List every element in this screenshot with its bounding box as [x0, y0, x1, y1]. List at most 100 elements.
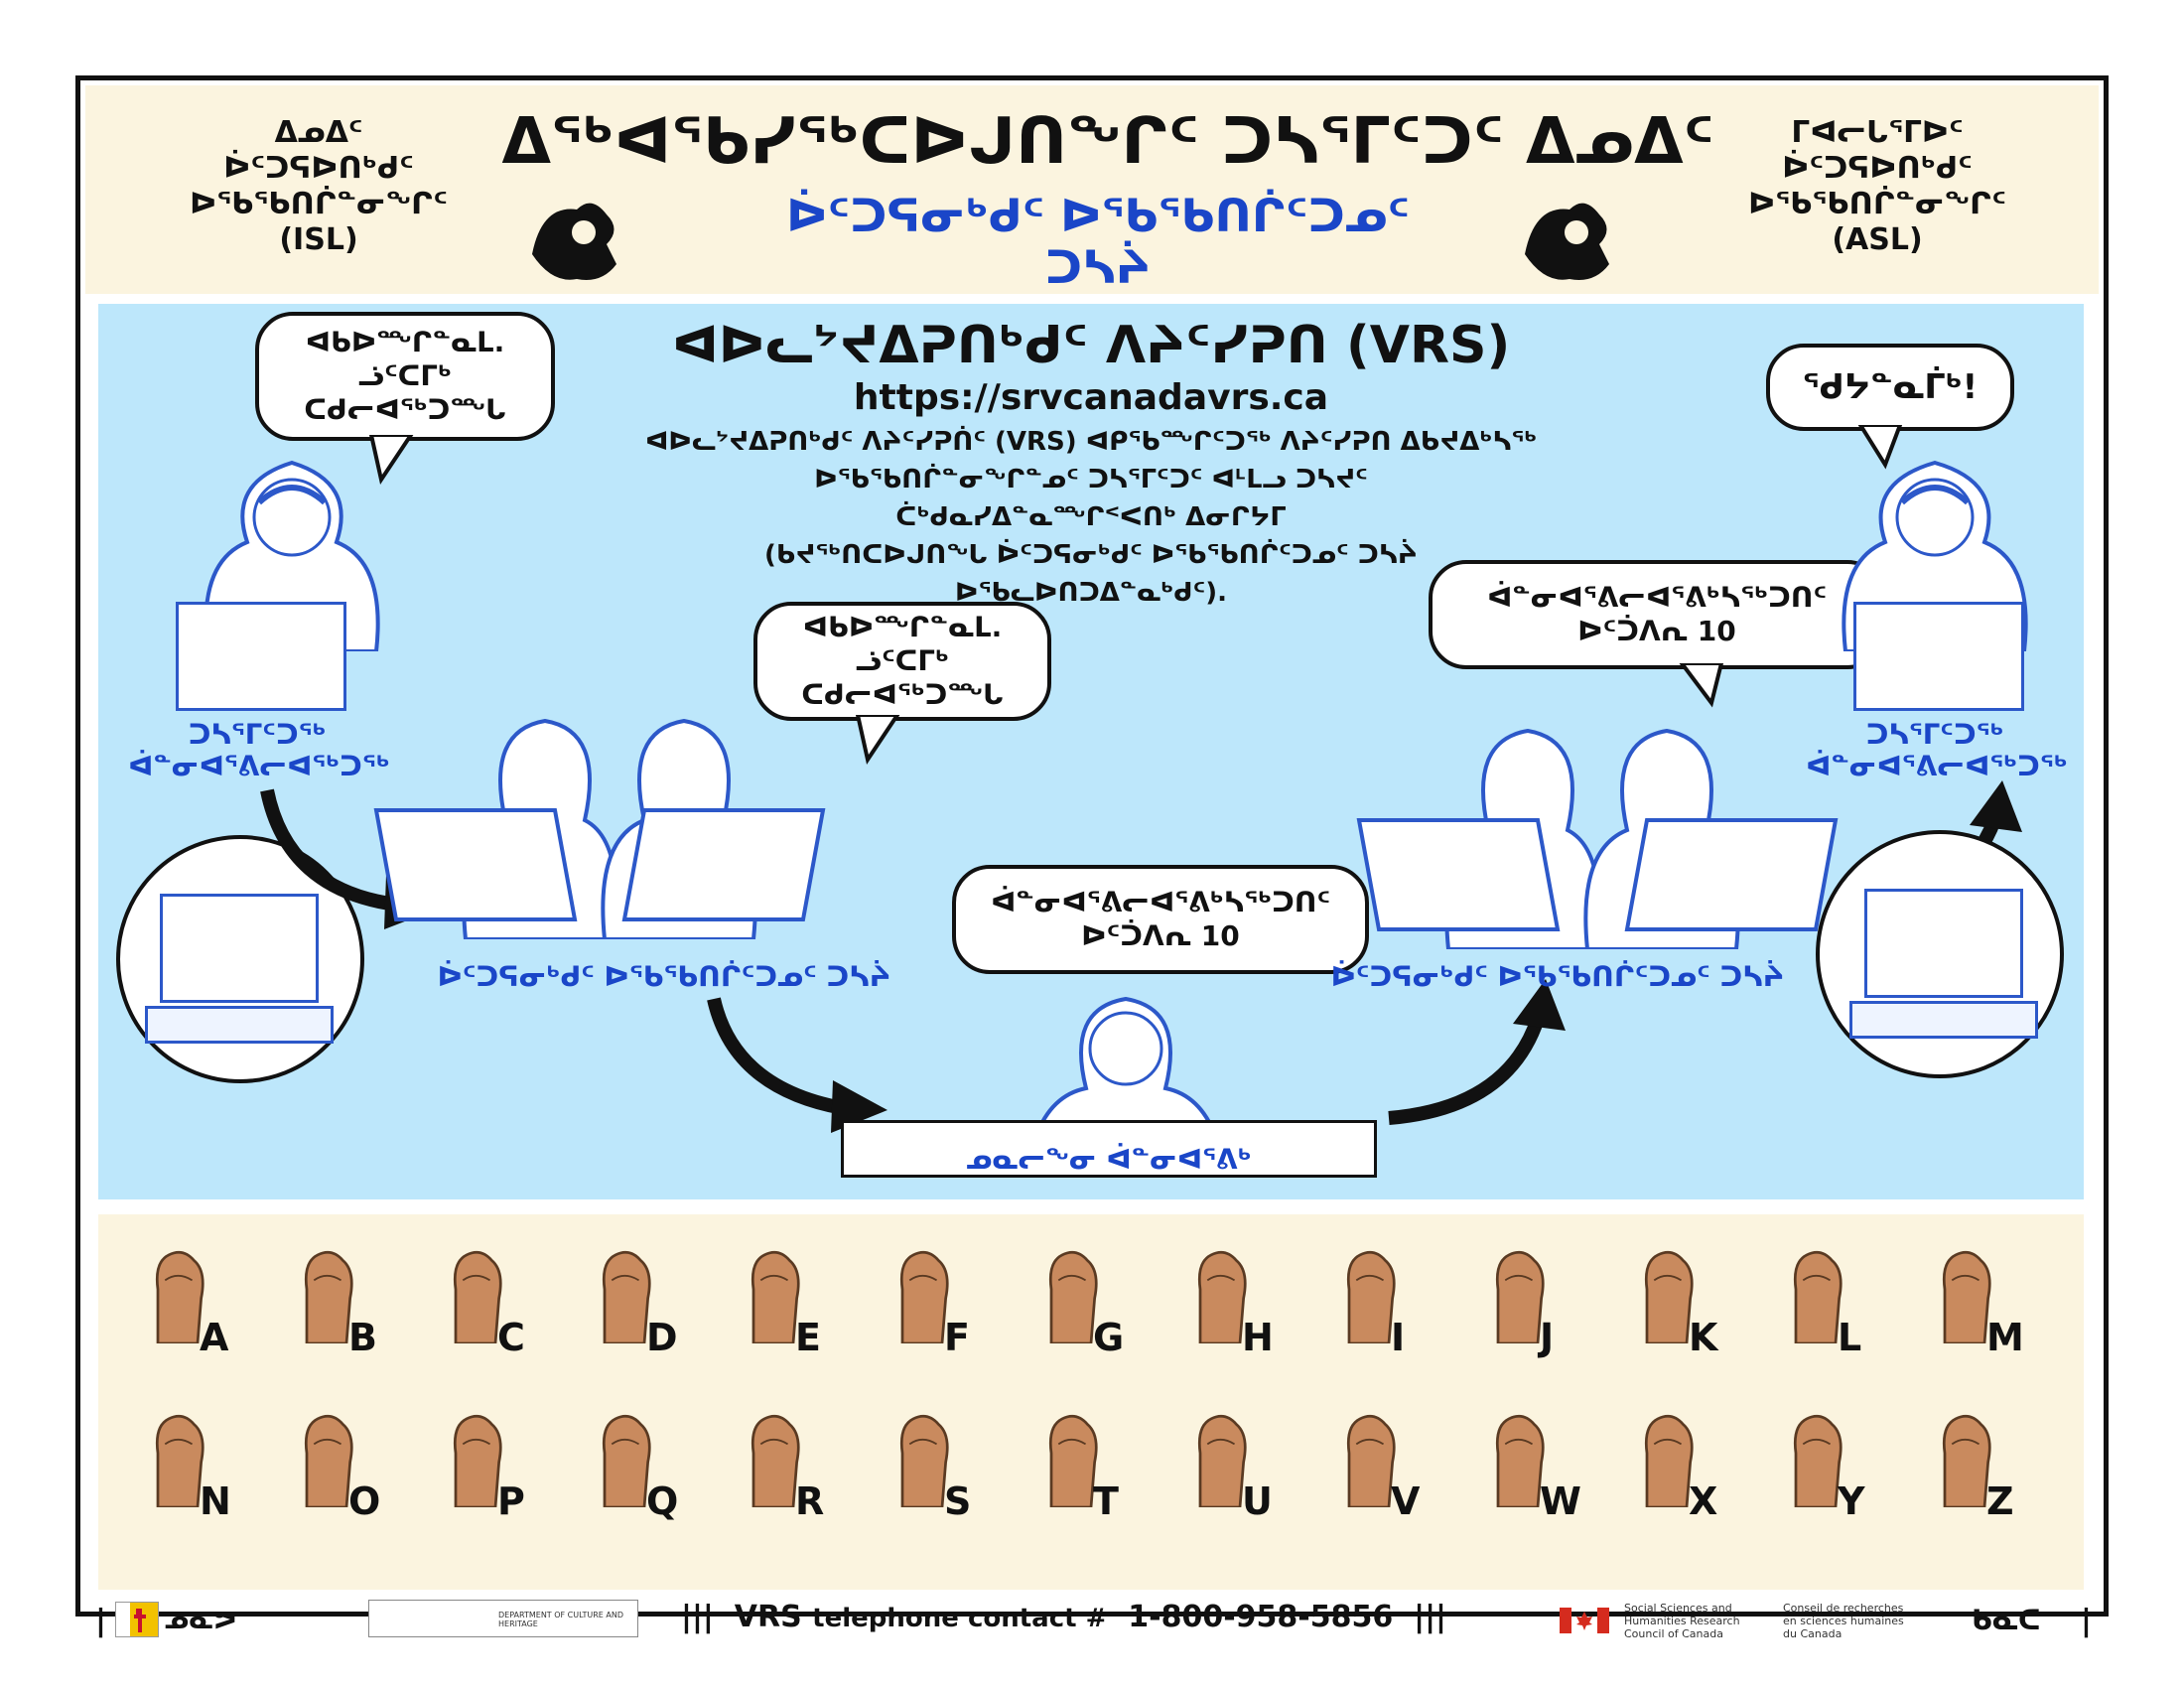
alphabet-letter: B [348, 1316, 377, 1359]
alphabet-letter: K [1689, 1316, 1718, 1359]
vrs-phone-number[interactable]: 1-800-958-5856 [1128, 1600, 1394, 1634]
arrow-icon [1388, 979, 1566, 1125]
alphabet-letter: D [646, 1316, 678, 1359]
alphabet-letter: S [944, 1479, 972, 1523]
divider: | [95, 1604, 106, 1638]
hand-sign-u-icon [1197, 1414, 1247, 1507]
hand-sign-c-icon [453, 1250, 502, 1343]
deaf-caller-label-left: ᑐᓴᕐᒥᑦᑐᖅ ᐋᓐᓂᐊᕐᕕᓕᐊᖅᑐᖅ [128, 718, 390, 782]
poster-subtitle: ᐆᑦᑐᕋᓂᒃᑯᑦ ᐅᖃᖃᑎᒌᑦᑐᓄᑦ ᑐᓴᔩ [786, 189, 1410, 294]
hand-sign-f-icon [899, 1250, 949, 1343]
sign-hand-icon-right [1515, 185, 1624, 294]
laptop-screen [160, 894, 319, 1003]
hand-sign-k-icon [1644, 1250, 1694, 1343]
bubble-tail [368, 435, 414, 485]
alphabet-letter: M [1986, 1316, 2024, 1359]
hand-sign-b-icon [304, 1250, 353, 1343]
alphabet-letter: Y [1838, 1479, 1865, 1523]
hand-sign-m-icon [1942, 1250, 1991, 1343]
hand-sign-y-icon [1793, 1414, 1843, 1507]
vrs-panel: ᐊᐅᓚᔾᔪᐃᕈᑎᒃᑯᑦ ᐱᔨᑦᓯᕈᑎ (VRS) https://srvcana… [98, 304, 2084, 1199]
sshrc-french: Conseil de recherches en sciences humain… [1783, 1602, 1904, 1640]
alphabet-letter: N [200, 1479, 231, 1523]
vrs-contact: ||| VRS telephone contact # 1-800-958-58… [681, 1600, 1447, 1634]
clinic-desk [841, 1120, 1377, 1178]
hand-sign-e-icon [751, 1250, 800, 1343]
alphabet-letter: Z [1986, 1479, 2014, 1523]
computer-screen-left [176, 602, 346, 711]
hand-sign-o-icon [304, 1414, 353, 1507]
hand-sign-j-icon [1495, 1250, 1545, 1343]
computer-screen-right [1853, 602, 2024, 711]
hand-sign-l-icon [1793, 1250, 1843, 1343]
interpreters-left [366, 671, 833, 941]
interpreters-right [1349, 681, 1845, 951]
nunavut-wordmark: ᓄᓇᕗ [165, 1606, 237, 1635]
alphabet-letter: V [1391, 1479, 1421, 1523]
bubble-tail [1857, 425, 1903, 470]
poster-frame: ᐃᓄᐃᑦ ᐆᑦᑐᕋᐅᑎᒃᑯᑦ ᐅᖃᖃᑎᒌᓐᓂᖏᑦ (ISL) ᐃᖅᐊᖃᓯᖅᑕᐅᒍ… [75, 75, 2109, 1640]
speech-bubble-interpreter-right: ᐋᓐᓂᐊᕐᕕᓕᐊᕐᕕᒃᓴᖅᑐᑎᑦ ᐅᑦᑑᐱᕆ 10 [1429, 560, 1885, 669]
vrs-title: ᐊᐅᓚᔾᔪᐃᕈᑎᒃᑯᑦ ᐱᔨᑦᓯᕈᑎ (VRS) [671, 316, 1511, 375]
hand-sign-d-icon [602, 1250, 651, 1343]
hand-sign-v-icon [1346, 1414, 1396, 1507]
alphabet-letter: R [795, 1479, 825, 1523]
alphabet-letter: Q [646, 1479, 679, 1523]
vrs-description: ᐊᐅᓚᔾᔪᐃᕈᑎᒃᑯᑦ ᐱᔨᑦᓯᕈᑏᑦ (VRS) ᐊᑭᖃᙱᑦᑐᖅ ᐱᔨᑦᓯᕈᑎ… [644, 427, 1538, 608]
laptop-keyboard [145, 1006, 334, 1044]
vrs-url-link[interactable]: https://srvcanadavrs.ca [853, 377, 1329, 418]
speech-bubble-deaf-right: ᖁᔭᓐᓇᒦᒃ! [1766, 344, 2014, 431]
hand-sign-q-icon [602, 1414, 651, 1507]
hand-sign-n-icon [155, 1414, 205, 1507]
bubble-tail [1679, 663, 1724, 708]
speech-bubble-nurse: ᐋᓐᓂᐊᕐᕕᓕᐊᕐᕕᒃᓴᖅᑐᑎᑦ ᐅᑦᑑᐱᕆ 10 [952, 865, 1369, 974]
speech-bubble-deaf-left: ᐊᑲᐅᙱᓐᓇᒪ. ᓘᑦᑕᒥᒃ ᑕᑯᓕᐊᖅᑐᙵ [255, 312, 555, 441]
hand-sign-p-icon [453, 1414, 502, 1507]
canada-flag-icon [1560, 1608, 1609, 1633]
health-center-label: ᓄᓇᓕᖕᓂ ᐋᓐᓂᐊᕐᕕᒃ [966, 1143, 1252, 1176]
alphabet-letter: W [1540, 1479, 1581, 1523]
interpreter-label-left: ᐆᑦᑐᕋᓂᒃᑯᑦ ᐅᖃᖃᑎᒌᑦᑐᓄᑦ ᑐᓴᔩ [437, 960, 891, 993]
hand-sign-r-icon [751, 1414, 800, 1507]
hand-sign-z-icon [1942, 1414, 1991, 1507]
alphabet-letter: L [1838, 1316, 1862, 1359]
deaf-caller-label-right: ᑐᓴᕐᒥᑦᑐᖅ ᐋᓐᓂᐊᕐᕕᓕᐊᖅᑐᖅ [1806, 718, 2068, 782]
sign-hand-icon-left [522, 185, 631, 294]
speech-bubble-interpreter-left: ᐊᑲᐅᙱᓐᓇᒪ. ᓘᑦᑕᒥᒃ ᑕᑯᓕᐊᖅᑐᙵ [753, 602, 1051, 721]
hand-sign-t-icon [1048, 1414, 1098, 1507]
alphabet-letter: H [1242, 1316, 1274, 1359]
laptop-video-circle-right [1816, 830, 2064, 1078]
alphabet-letter: X [1689, 1479, 1718, 1523]
laptop-video-circle-left [116, 835, 364, 1083]
hand-sign-g-icon [1048, 1250, 1098, 1343]
hand-sign-h-icon [1197, 1250, 1247, 1343]
isl-label: ᐃᓄᐃᑦ ᐆᑦᑐᕋᐅᑎᒃᑯᑦ ᐅᖃᖃᑎᒌᓐᓂᖏᑦ (ISL) [190, 115, 448, 257]
alphabet-letter: I [1391, 1316, 1406, 1359]
asl-label: ᒥᐊᓕᒐᕐᒥᐅᑦ ᐆᑦᑐᕋᐅᑎᒃᑯᑦ ᐅᖃᖃᑎᒌᓐᓂᖏᑦ (ASL) [1748, 115, 2006, 257]
header: ᐃᓄᐃᑦ ᐆᑦᑐᕋᐅᑎᒃᑯᑦ ᐅᖃᖃᑎᒌᓐᓂᖏᑦ (ISL) ᐃᖅᐊᖃᓯᖅᑕᐅᒍ… [85, 85, 2099, 294]
hand-sign-x-icon [1644, 1414, 1694, 1507]
alphabet-letter: C [497, 1316, 525, 1359]
nunavut-flag-icon [115, 1602, 159, 1637]
divider: | [2081, 1604, 2092, 1638]
alphabet-letter: A [200, 1316, 229, 1359]
hand-sign-a-icon [155, 1250, 205, 1343]
laptop-screen [1864, 889, 2023, 998]
alphabet-letter: P [497, 1479, 525, 1523]
interpreter-label-right: ᐆᑦᑐᕋᓂᒃᑯᑦ ᐅᖃᖃᑎᒌᑦᑐᓄᑦ ᑐᓴᔩ [1330, 960, 1785, 993]
bubble-tail [855, 715, 900, 765]
canada-wordmark: ᑲᓇᑕ [1972, 1604, 2041, 1636]
alphabet-letter: U [1242, 1479, 1273, 1523]
alphabet-letter: G [1093, 1316, 1125, 1359]
hand-sign-s-icon [899, 1414, 949, 1507]
alphabet-letter: O [348, 1479, 381, 1523]
hand-sign-w-icon [1495, 1414, 1545, 1507]
footer: | ᓄᓇᕗ DEPARTMENT OF CULTURE AND HERITAGE… [85, 1600, 2099, 1640]
alphabet-letter: T [1093, 1479, 1119, 1523]
sshrc-english: Social Sciences and Humanities Research … [1624, 1602, 1740, 1640]
department-logo: DEPARTMENT OF CULTURE AND HERITAGE [368, 1600, 638, 1637]
alphabet-letter: F [944, 1316, 970, 1359]
laptop-keyboard [1849, 1001, 2038, 1039]
poster-title: ᐃᖅᐊᖃᓯᖅᑕᐅᒍᑎᖏᑦ ᑐᓴᕐᒥᑦᑐᑦ ᐃᓄᐃᑦ [501, 105, 1714, 179]
